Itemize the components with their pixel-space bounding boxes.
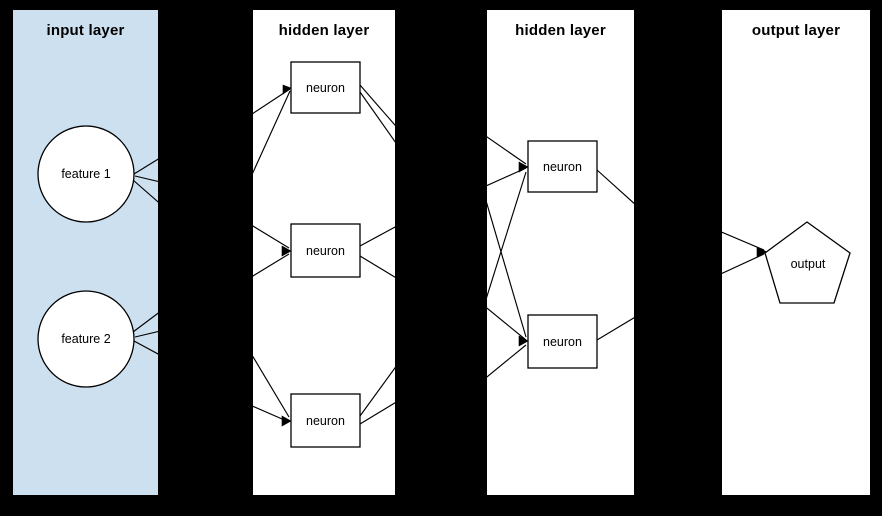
- hidden-layer-1-graphics: neuron neuron neuron: [253, 61, 395, 448]
- node-label-feature-2: feature 2: [61, 332, 110, 346]
- edges-from-feature-2: [132, 312, 158, 355]
- panel-hidden-layer-2[interactable]: hidden layer n: [487, 10, 634, 495]
- node-label-output: output: [791, 257, 826, 271]
- incoming-edges-hidden-2: [487, 136, 529, 378]
- edges-from-feature-1: [132, 158, 158, 203]
- incoming-edges-hidden-1: [253, 84, 292, 427]
- panel-input-layer[interactable]: input layer feature 1 feature: [13, 10, 158, 495]
- node-label-hidden2-neuron-1: neuron: [543, 160, 582, 174]
- node-label-hidden2-neuron-2: neuron: [543, 335, 582, 349]
- node-label-hidden1-neuron-3: neuron: [306, 414, 345, 428]
- panel-title-input-layer: input layer: [46, 22, 125, 39]
- node-hidden2-neuron-1[interactable]: neuron: [527, 140, 598, 193]
- node-hidden1-neuron-1[interactable]: neuron: [290, 61, 361, 114]
- node-label-hidden1-neuron-2: neuron: [306, 244, 345, 258]
- node-feature-1[interactable]: feature 1: [37, 125, 135, 223]
- panel-title-hidden-layer-1: hidden layer: [278, 22, 370, 39]
- node-hidden2-neuron-2[interactable]: neuron: [527, 314, 598, 369]
- hidden-layer-2-graphics: neuron neuron: [487, 136, 634, 378]
- outgoing-edges-hidden-2: [596, 169, 634, 341]
- panel-title-output-layer: output layer: [751, 22, 841, 39]
- incoming-edges-output: [722, 231, 768, 275]
- node-hidden1-neuron-2[interactable]: neuron: [290, 223, 361, 278]
- panel-output-layer[interactable]: output layer output: [722, 10, 870, 495]
- node-output[interactable]: output: [764, 221, 851, 304]
- node-label-hidden1-neuron-1: neuron: [306, 81, 345, 95]
- node-feature-2[interactable]: feature 2: [37, 290, 135, 388]
- node-hidden1-neuron-3[interactable]: neuron: [290, 393, 361, 448]
- node-label-feature-1: feature 1: [61, 167, 110, 181]
- panel-title-hidden-layer-2: hidden layer: [515, 22, 606, 39]
- output-layer-graphics: output: [722, 221, 851, 304]
- input-layer-graphics: feature 1 feature 2: [37, 125, 158, 388]
- outgoing-edges-hidden-1: [359, 84, 395, 425]
- panel-hidden-layer-1[interactable]: hidden layer: [253, 10, 395, 495]
